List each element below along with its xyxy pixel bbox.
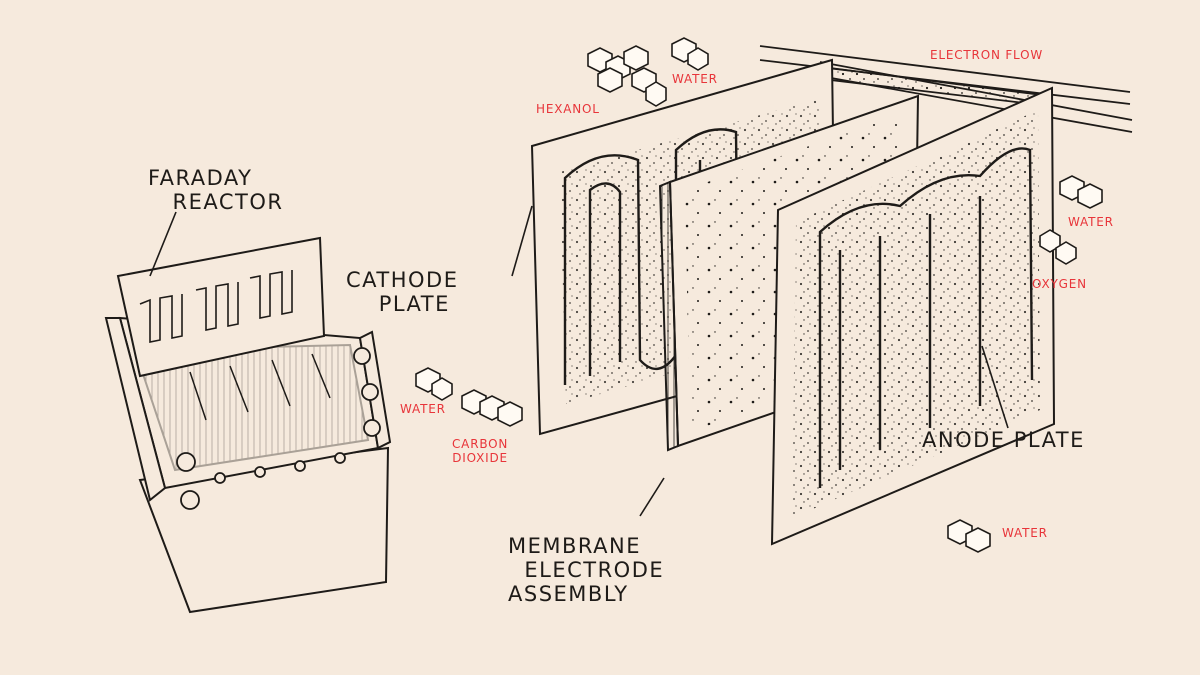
anode-plate: [770, 86, 1056, 546]
label-water-right: WATER: [1068, 215, 1114, 229]
label-anode-plate: ANODE PLATE: [922, 428, 1085, 452]
molecule-hexanol-cluster: [587, 45, 667, 107]
faraday-reactor: [104, 236, 392, 614]
label-carbon-dioxide: CARBON DIOXIDE: [452, 437, 509, 465]
label-electron-flow: ELECTRON FLOW: [930, 48, 1044, 62]
molecule-oxygen: [1039, 229, 1077, 265]
label-water-top: WATER: [672, 72, 718, 86]
reactor-fittings: [176, 347, 381, 510]
molecule-water-right: [1059, 175, 1103, 209]
reactor-channels: [139, 270, 293, 343]
label-oxygen: OXYGEN: [1032, 277, 1087, 291]
label-faraday-reactor: FARADAY REACTOR: [148, 166, 284, 214]
label-membrane-electrode-assembly: MEMBRANE ELECTRODE ASSEMBLY: [508, 534, 665, 606]
label-hexanol: HEXANOL: [536, 102, 600, 116]
anode-channels: [818, 147, 1034, 488]
label-water-left: WATER: [400, 402, 446, 416]
molecule-water-bottom: [947, 519, 991, 553]
label-cathode-plate: CATHODE PLATE: [346, 268, 459, 316]
molecule-carbon-dioxide: [461, 389, 523, 427]
reactor-rods: [189, 353, 331, 421]
label-water-bottom: WATER: [1002, 526, 1048, 540]
molecule-water-top: [671, 37, 709, 71]
molecule-water-left: [415, 367, 453, 401]
leader-lines: [149, 205, 1009, 517]
